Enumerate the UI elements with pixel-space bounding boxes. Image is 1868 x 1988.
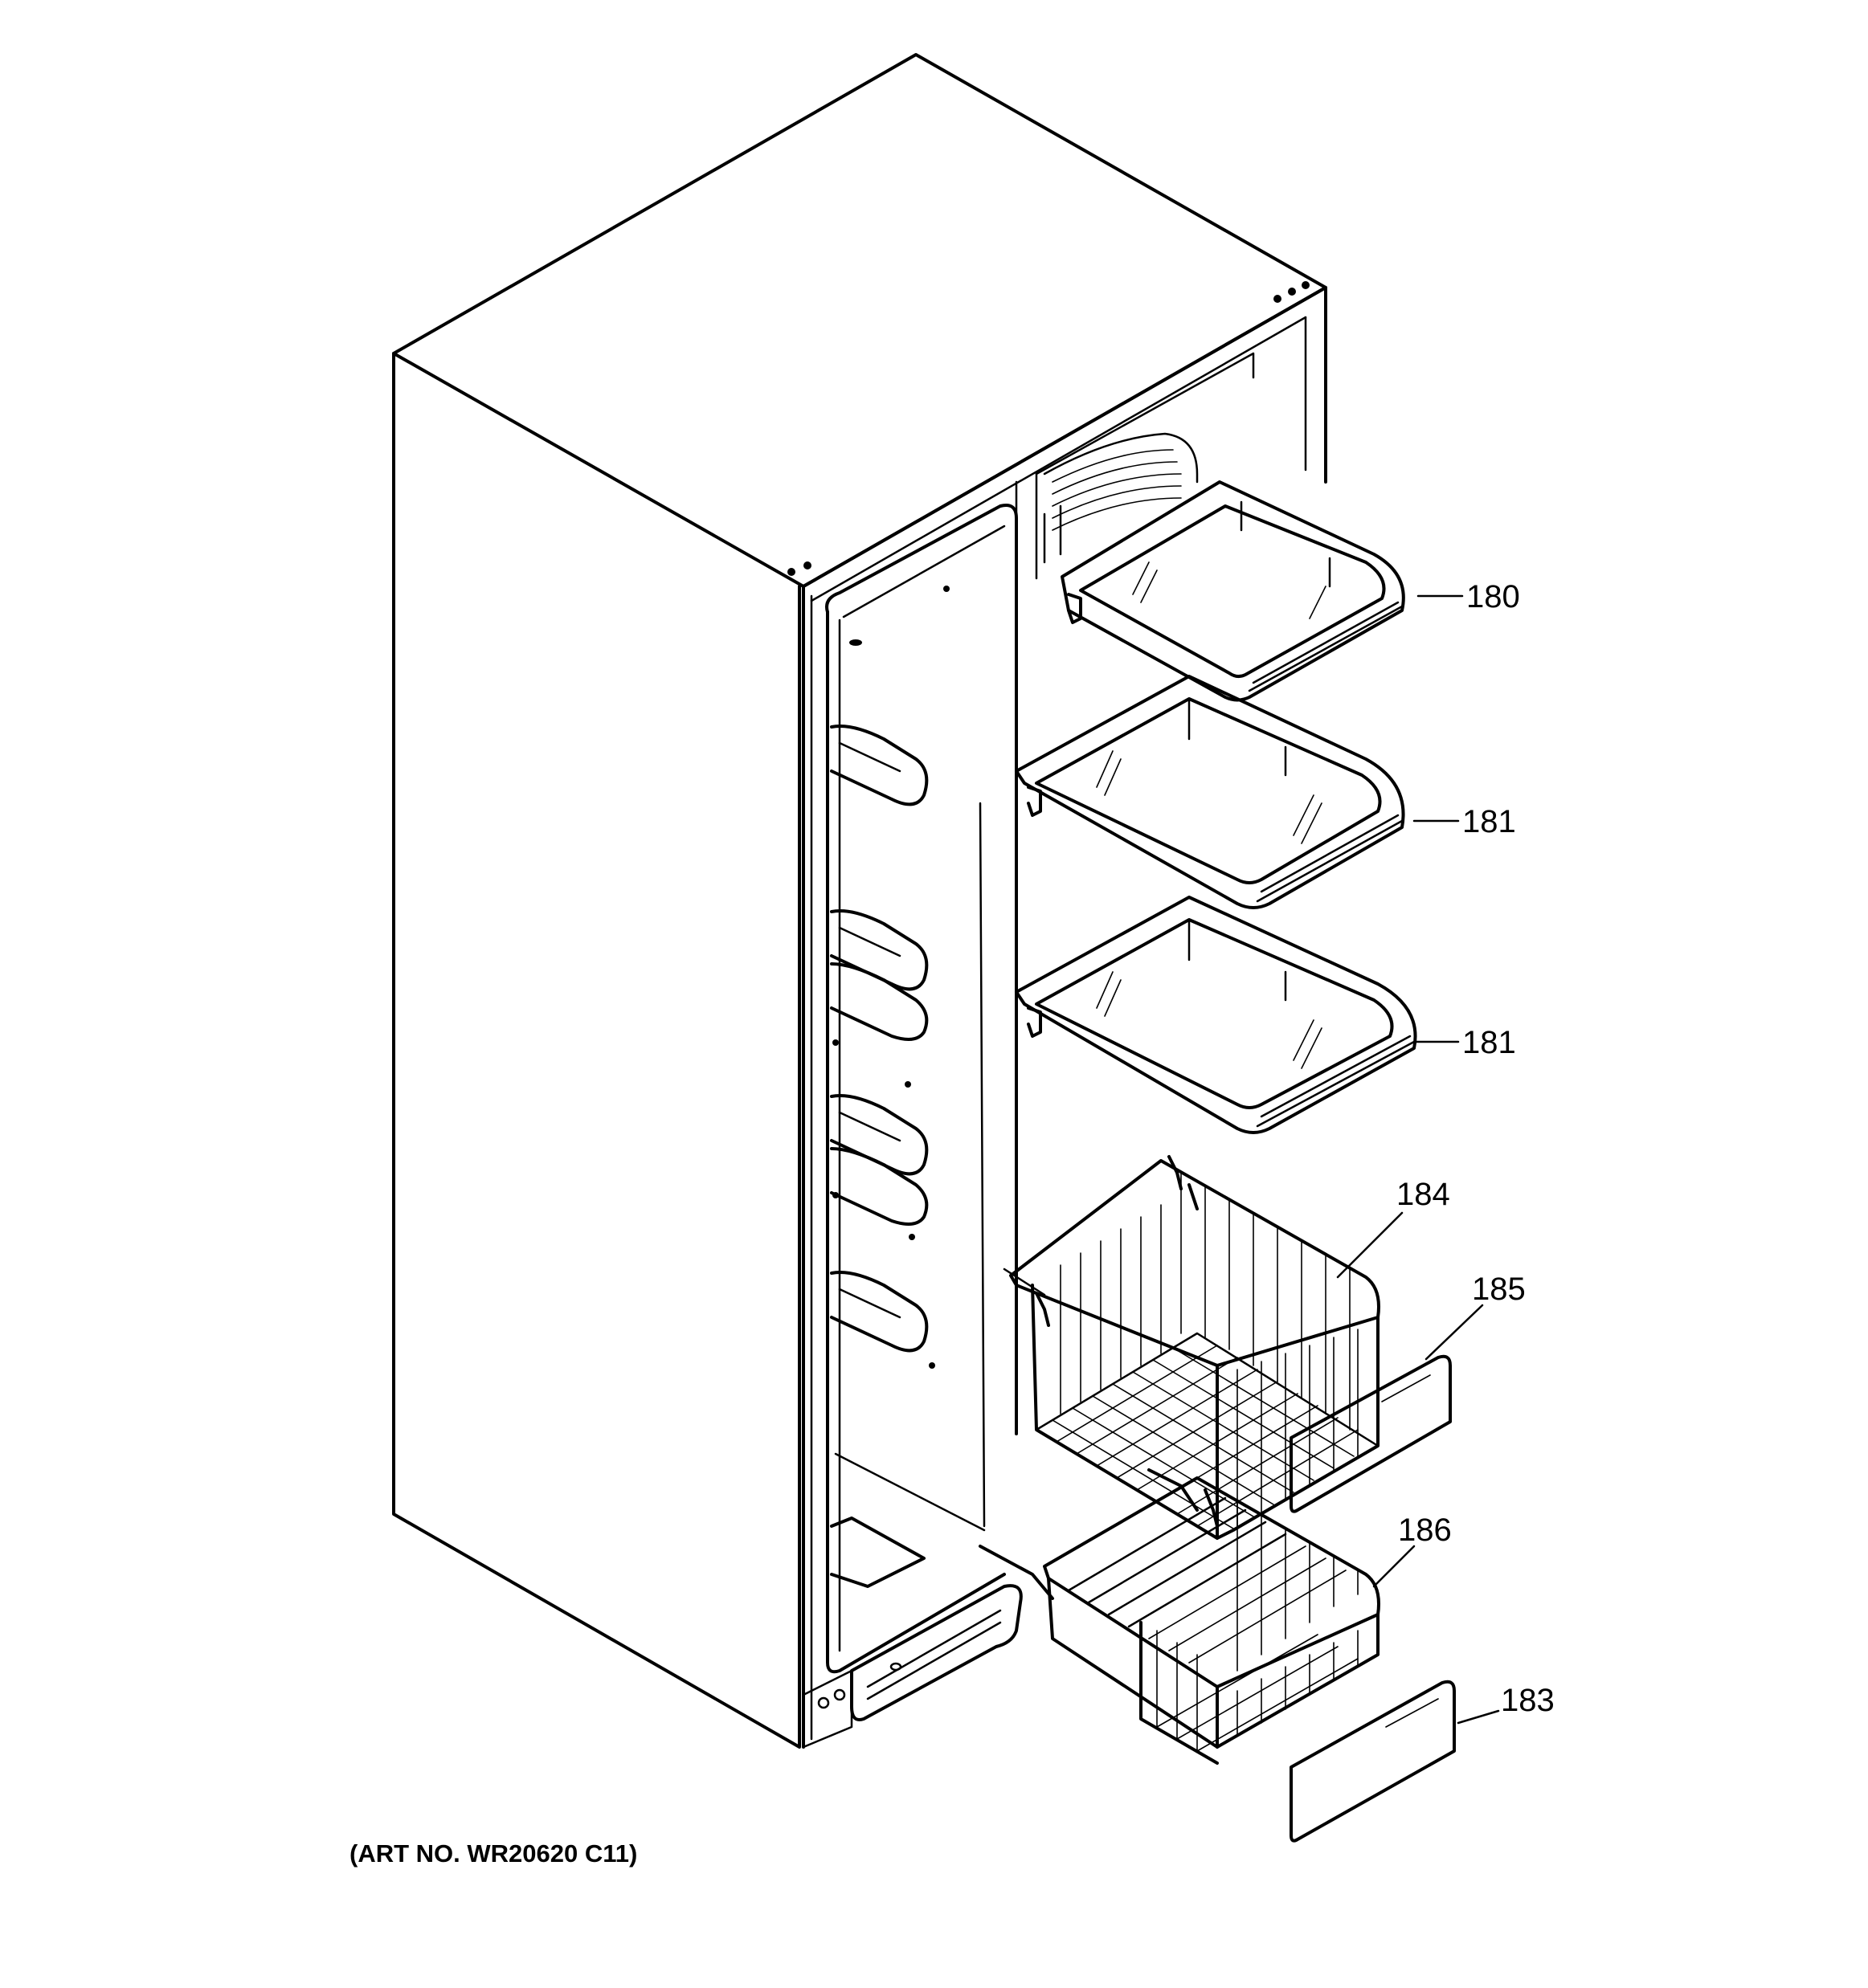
callout-label: 186 bbox=[1398, 1512, 1452, 1548]
callout-label: 183 bbox=[1501, 1683, 1555, 1718]
callout-180: 180 bbox=[1416, 579, 1520, 614]
callout-label: 184 bbox=[1396, 1177, 1450, 1212]
wire-basket[interactable] bbox=[1003, 1155, 1380, 1540]
refrigerator-cabinet bbox=[392, 53, 1327, 1749]
callout-label: 180 bbox=[1466, 579, 1520, 614]
shelf-rail bbox=[830, 909, 929, 1041]
art-number: (ART NO. WR20620 C11) bbox=[349, 1839, 637, 1868]
shelf-rail bbox=[830, 725, 929, 806]
callout-183: 183 bbox=[1457, 1683, 1555, 1725]
glass-shelf[interactable] bbox=[1061, 480, 1405, 702]
shelf-rail bbox=[830, 1271, 929, 1353]
callout-181-a: 181 bbox=[1412, 804, 1516, 839]
callout-label: 181 bbox=[1462, 804, 1516, 839]
wire-basket[interactable] bbox=[979, 1468, 1380, 1765]
callout-185: 185 bbox=[1425, 1272, 1526, 1361]
basket-front-panel[interactable] bbox=[1290, 1354, 1452, 1513]
callout-label: 185 bbox=[1472, 1272, 1526, 1307]
glass-shelf[interactable] bbox=[1015, 675, 1405, 909]
callout-184: 184 bbox=[1336, 1177, 1450, 1279]
glass-shelf[interactable] bbox=[1015, 896, 1417, 1134]
shelf-rail bbox=[830, 1094, 929, 1226]
basket-front-panel[interactable] bbox=[1290, 1680, 1456, 1843]
callout-label: 181 bbox=[1462, 1025, 1516, 1060]
freezer-liner bbox=[825, 352, 1255, 1721]
callout-186: 186 bbox=[1372, 1512, 1452, 1588]
callout-181-b: 181 bbox=[1412, 1025, 1516, 1060]
